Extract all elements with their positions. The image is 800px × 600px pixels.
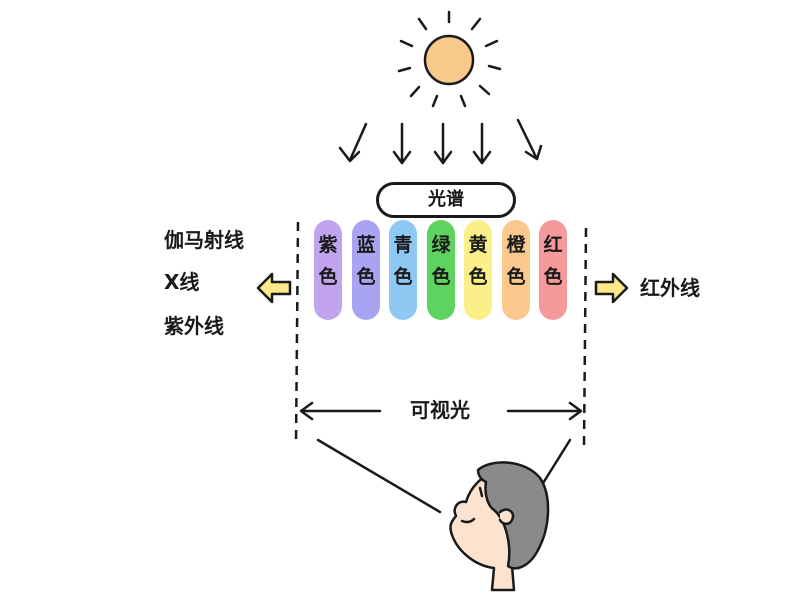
spectrum-band-top-char: 红 <box>543 234 563 256</box>
spectrum-band-top-char: 绿 <box>431 234 451 256</box>
spectrum-band-top-char: 黄 <box>468 234 488 256</box>
spectrum-band <box>314 220 342 320</box>
sunlight-arrows <box>338 118 543 165</box>
spectrum-band <box>502 220 530 320</box>
x-ray-label: X线 <box>164 270 200 294</box>
spectrum-band <box>464 220 492 320</box>
spectrum-band-bottom-char: 色 <box>318 266 338 288</box>
person-head-icon <box>449 461 550 592</box>
sun-icon <box>397 10 502 108</box>
spectrum-band-bottom-char: 色 <box>356 266 376 288</box>
visible-range-arrow <box>299 401 583 421</box>
left-boundary-line <box>294 221 300 446</box>
sunlight-arrow <box>338 122 368 163</box>
spectrum-title-badge: 光谱 <box>376 182 516 218</box>
sunlight-arrow <box>433 122 453 165</box>
sunlight-arrow <box>516 118 543 161</box>
spectrum-band-bottom-char: 色 <box>506 266 526 288</box>
spectrum-band <box>352 220 380 320</box>
spectrum-band-bottom-char: 色 <box>543 266 563 288</box>
spectrum-band-bottom-char: 色 <box>431 266 451 288</box>
gamma-ray-label: 伽马射线 <box>164 228 244 252</box>
arrow-right-icon <box>594 272 629 304</box>
spectrum-band <box>539 220 567 320</box>
sunlight-arrow <box>472 122 492 165</box>
arrow-left-icon <box>256 272 292 304</box>
sunlight-arrow <box>392 122 412 165</box>
ultraviolet-label: 紫外线 <box>164 314 224 338</box>
sight-line-right <box>538 438 572 490</box>
spectrum-band-top-char: 紫 <box>318 234 338 256</box>
spectrum-band-top-char: 蓝 <box>356 234 376 256</box>
spectrum-band-top-char: 橙 <box>506 234 526 256</box>
spectrum-band-bottom-char: 色 <box>393 266 413 288</box>
visible-light-label: 可视光 <box>410 398 470 422</box>
infrared-label: 红外线 <box>640 276 700 300</box>
spectrum-band-bottom-char: 色 <box>468 266 488 288</box>
spectrum-band <box>427 220 455 320</box>
spectrum-band-top-char: 青 <box>393 234 413 256</box>
right-boundary-line <box>582 227 588 446</box>
sight-line-left <box>316 438 442 514</box>
spectrum-band <box>389 220 417 320</box>
